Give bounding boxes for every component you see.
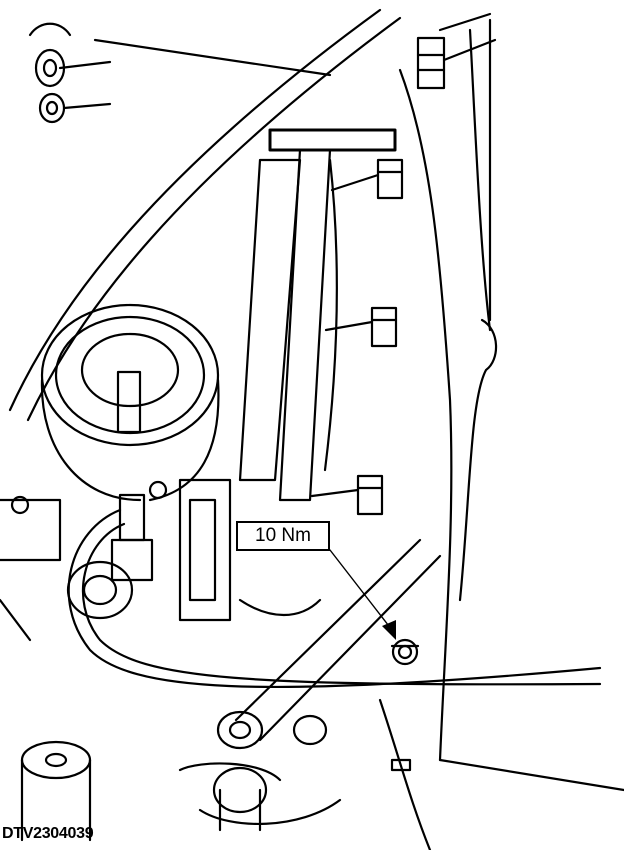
injector-connector-1	[330, 158, 404, 200]
fuel-rail-fastener	[390, 638, 420, 666]
torque-callout-label: 10 Nm	[236, 521, 330, 551]
throttle-body	[40, 303, 220, 502]
right-engine-outline	[398, 18, 498, 762]
figure-reference-code: DTV2304039	[2, 825, 94, 842]
torque-leader-line	[329, 549, 396, 640]
diagonal-strut	[216, 538, 442, 750]
bottom-right-outline	[378, 698, 624, 850]
fuel-rail	[238, 128, 397, 502]
lower-curved-hose	[67, 508, 602, 689]
injector-connector-2	[324, 306, 398, 348]
upper-diagonal-hose	[8, 8, 402, 422]
top-right-clamp	[416, 12, 497, 90]
top-left-bolts	[28, 22, 332, 124]
bottom-left-post	[20, 740, 92, 842]
sensor-plug	[110, 480, 168, 582]
lower-bracket	[178, 478, 322, 622]
injector-connector-3	[310, 474, 384, 516]
bottom-bolts	[178, 762, 342, 832]
